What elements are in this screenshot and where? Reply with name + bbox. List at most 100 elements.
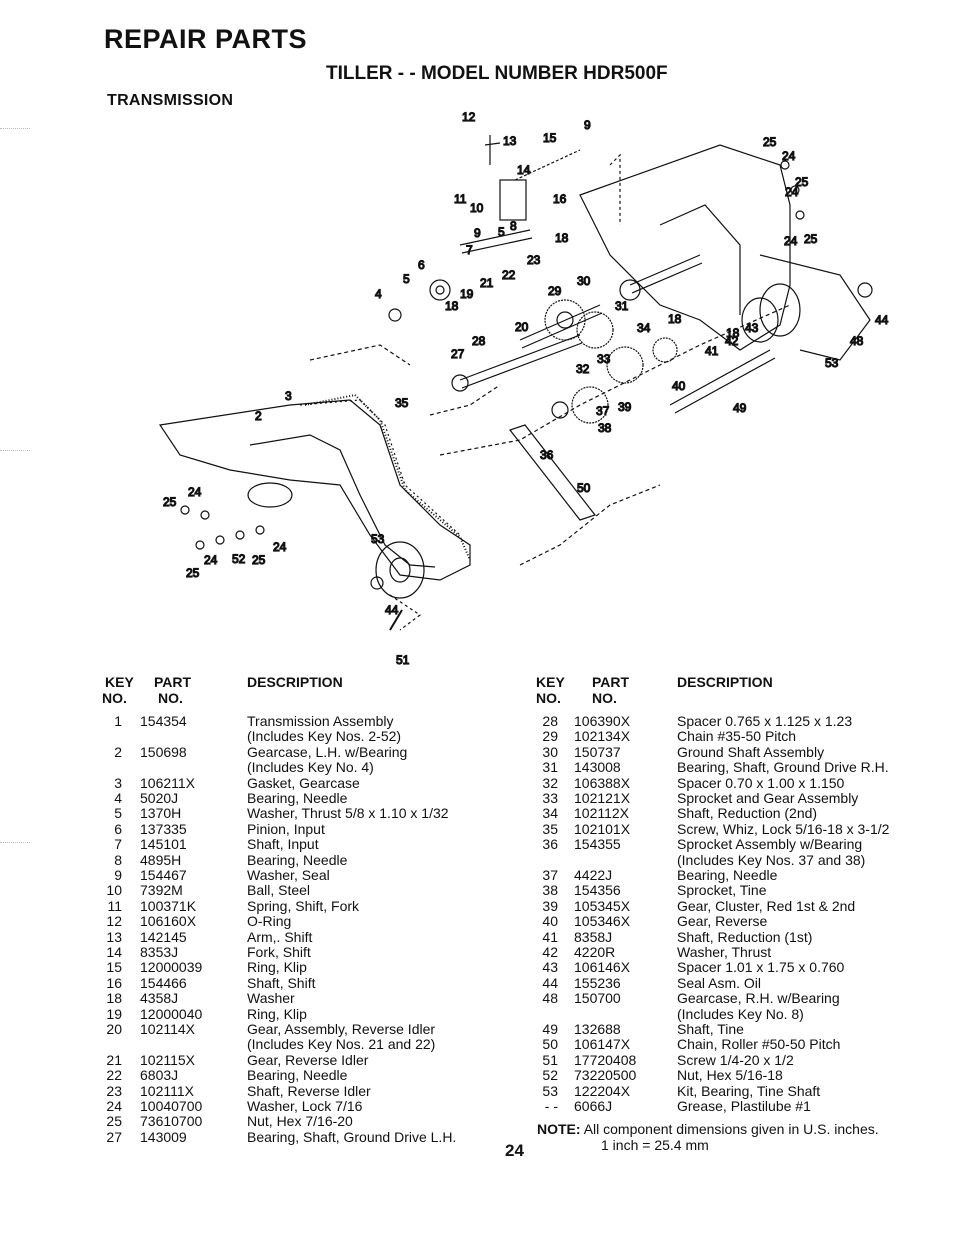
callout: 33	[597, 352, 611, 366]
key-number: 38	[542, 882, 558, 899]
part-number: 106211X	[140, 774, 196, 791]
part-description: Washer	[247, 990, 295, 1007]
part-description: Shaft, Input	[247, 836, 319, 853]
key-number: 18	[106, 990, 122, 1007]
part-description: Bearing, Shaft, Ground Drive L.H.	[247, 1128, 457, 1145]
part-description: Washer, Thrust 5/8 x 1.10 x 1/32	[247, 805, 449, 822]
key-number: 49	[542, 1021, 558, 1037]
part-description: Bearing, Needle	[247, 1067, 348, 1084]
key-number: 21	[106, 1051, 122, 1068]
part-number: 132688	[574, 1021, 621, 1037]
part-number: 4422J	[574, 867, 613, 883]
part-description: Washer, Thrust	[677, 944, 772, 960]
part-description: Ground Shaft Assembly	[677, 743, 825, 760]
part-description: Spacer 1.01 x 1.75 x 0.760	[677, 959, 845, 976]
part-number: 143009	[140, 1128, 187, 1145]
callout: 40	[672, 379, 686, 393]
callout: 48	[850, 334, 864, 348]
part-number: 143008	[574, 759, 621, 776]
callout: 7	[466, 243, 473, 257]
part-description: Grease, Plastilube #1	[677, 1098, 811, 1114]
part-number: 105345X	[574, 897, 631, 914]
part-description: Chain #35-50 Pitch	[677, 728, 797, 745]
key-number: 42	[542, 944, 558, 960]
part-description: Ball, Steel	[247, 882, 311, 899]
part-description: Chain, Roller #50-50 Pitch	[677, 1036, 841, 1053]
part-number: 137335	[140, 820, 187, 837]
part-number: 4220R	[574, 944, 616, 960]
key-number: 44	[542, 974, 558, 991]
part-number: 106147X	[574, 1036, 631, 1053]
part-number: 154355	[574, 836, 621, 853]
part-number: 6066J	[574, 1098, 613, 1114]
callout: 3	[285, 389, 292, 403]
callout: 28	[472, 334, 486, 348]
key-number: 2	[114, 743, 122, 760]
part-number: 102114X	[140, 1021, 196, 1037]
part-description: (Includes Key No. 8)	[677, 1005, 804, 1022]
col-key-no-header: NO.	[536, 690, 561, 706]
key-number: 22	[106, 1067, 122, 1084]
part-description: Shaft, Reverse Idler	[247, 1082, 371, 1099]
callout: 25	[186, 566, 200, 580]
callout: 44	[875, 313, 889, 327]
part-number: 12000039	[140, 959, 203, 976]
part-number: 142145	[140, 928, 187, 945]
key-number: 13	[106, 928, 122, 945]
part-number: 102134X	[574, 728, 631, 745]
part-number: 145101	[140, 836, 187, 853]
part-description: Nut, Hex 5/16-18	[677, 1067, 783, 1084]
col-key-header: KEY	[105, 674, 134, 690]
col-part-header: PART	[154, 674, 192, 690]
key-number: 7	[114, 836, 122, 853]
part-description: Bearing, Shaft, Ground Drive R.H.	[677, 759, 889, 776]
callout: 52	[232, 552, 246, 566]
part-description: Spacer 0.70 x 1.00 x 1.150	[677, 774, 845, 791]
callout: 50	[577, 481, 591, 495]
part-number: 102112X	[574, 805, 630, 822]
callout: 4	[375, 287, 382, 301]
key-number: 40	[542, 913, 558, 930]
exploded-view-diagram: 12 13 15 9 14 11 10 16 9 5 8 7 18 23 22 …	[140, 105, 900, 670]
part-description: (Includes Key Nos. 37 and 38)	[677, 851, 866, 868]
callout: 20	[515, 320, 529, 334]
part-number: 122204X	[574, 1082, 631, 1099]
key-number: 19	[106, 1005, 122, 1022]
part-number: 4358J	[140, 990, 179, 1007]
part-description: Gearcase, R.H. w/Bearing	[677, 990, 840, 1007]
key-number: 29	[542, 728, 558, 745]
part-description: Gear, Reverse Idler	[247, 1051, 369, 1068]
callout: 25	[163, 495, 177, 509]
callout: 30	[577, 274, 591, 288]
callout: 24	[782, 149, 796, 163]
key-number: 23	[106, 1082, 122, 1099]
part-description: Shaft, Shift	[247, 974, 316, 991]
part-description: (Includes Key No. 4)	[247, 759, 374, 776]
part-number: 100371K	[140, 897, 197, 914]
part-description: Ring, Klip	[247, 1005, 307, 1022]
part-number: 102121X	[574, 790, 631, 806]
part-number: 106388X	[574, 774, 631, 791]
callout: 23	[527, 253, 541, 267]
part-description: Bearing, Needle	[247, 790, 348, 806]
part-number: 102111X	[140, 1082, 194, 1099]
part-description: Gearcase, L.H. w/Bearing	[247, 743, 408, 760]
callout: 43	[745, 321, 759, 335]
key-number: 1	[114, 713, 122, 729]
callout: 25	[804, 232, 818, 246]
key-number: 43	[542, 959, 558, 976]
callout: 19	[460, 287, 474, 301]
callout: 25	[763, 135, 777, 149]
key-number: 10	[106, 882, 122, 899]
part-number: 150700	[574, 990, 621, 1007]
key-number: 12	[106, 913, 122, 930]
part-description: Seal Asm. Oil	[677, 974, 762, 991]
key-number: 51	[542, 1051, 558, 1068]
key-number: 30	[542, 743, 558, 760]
part-description: Sprocket, Tine	[677, 882, 767, 899]
part-number: 4895H	[140, 851, 182, 868]
part-number: 155236	[574, 974, 621, 991]
key-number: - -	[544, 1098, 558, 1114]
callout: 14	[517, 163, 531, 177]
